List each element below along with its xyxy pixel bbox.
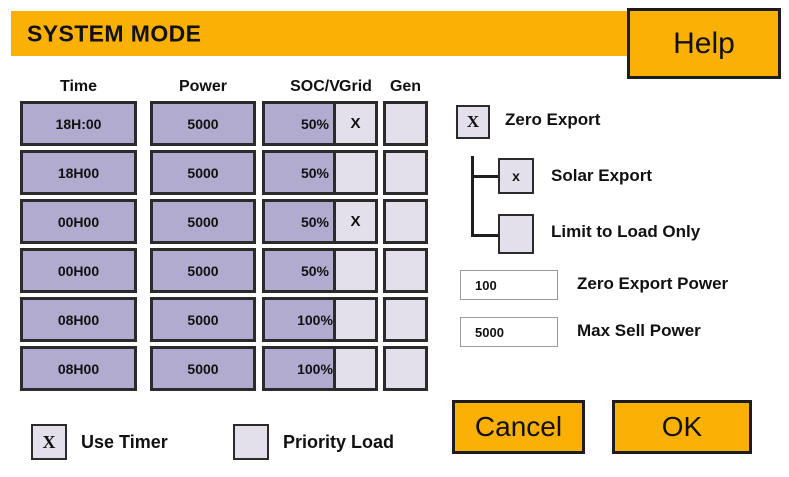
gen-checkbox[interactable] xyxy=(383,248,428,293)
time-cell[interactable]: 18H:00 xyxy=(20,101,137,146)
gen-checkbox[interactable] xyxy=(383,101,428,146)
gen-checkbox[interactable] xyxy=(383,297,428,342)
power-cell[interactable]: 5000 xyxy=(150,199,256,244)
priority-load-checkbox[interactable] xyxy=(233,424,269,460)
gen-checkbox[interactable] xyxy=(383,346,428,391)
solar-export-checkbox[interactable]: x xyxy=(498,158,534,194)
limit-to-load-only-checkbox[interactable] xyxy=(498,214,534,254)
max-sell-power-label: Max Sell Power xyxy=(577,321,701,340)
page-title: SYSTEM MODE xyxy=(27,20,202,46)
power-cell[interactable]: 5000 xyxy=(150,101,256,146)
grid-checkbox[interactable] xyxy=(333,150,378,195)
grid-checkbox[interactable] xyxy=(333,248,378,293)
solar-export-label: Solar Export xyxy=(551,166,653,185)
column-header-time: Time xyxy=(59,78,98,95)
tree-branch-line xyxy=(471,175,498,178)
tree-trunk-line xyxy=(471,156,474,237)
zero-export-label: Zero Export xyxy=(505,110,601,129)
zero-export-power-input[interactable]: 100 xyxy=(460,270,558,300)
tree-branch-line xyxy=(471,234,498,237)
grid-checkbox[interactable] xyxy=(333,346,378,391)
zero-export-power-label: Zero Export Power xyxy=(577,274,729,293)
column-header-soc: SOC/V xyxy=(290,78,340,95)
help-button[interactable]: Help xyxy=(627,8,781,79)
column-header-power: Power xyxy=(178,78,227,95)
priority-load-label: Priority Load xyxy=(283,432,395,452)
title-bar: SYSTEM MODE xyxy=(11,11,628,56)
gen-checkbox[interactable] xyxy=(383,199,428,244)
power-cell[interactable]: 5000 xyxy=(150,346,256,391)
power-cell[interactable]: 5000 xyxy=(150,297,256,342)
cancel-button[interactable]: Cancel xyxy=(452,400,585,454)
limit-to-load-only-label: Limit to Load Only xyxy=(551,222,701,241)
grid-checkbox[interactable]: X xyxy=(333,199,378,244)
time-cell[interactable]: 08H00 xyxy=(20,297,137,342)
time-cell[interactable]: 08H00 xyxy=(20,346,137,391)
use-timer-label: Use Timer xyxy=(81,432,168,452)
column-header-gen: Gen xyxy=(389,78,422,95)
time-cell[interactable]: 18H00 xyxy=(20,150,137,195)
ok-button[interactable]: OK xyxy=(612,400,752,454)
power-cell[interactable]: 5000 xyxy=(150,150,256,195)
power-cell[interactable]: 5000 xyxy=(150,248,256,293)
gen-checkbox[interactable] xyxy=(383,150,428,195)
column-header-grid: Grid xyxy=(339,78,372,95)
time-cell[interactable]: 00H00 xyxy=(20,248,137,293)
time-cell[interactable]: 00H00 xyxy=(20,199,137,244)
use-timer-checkbox[interactable]: X xyxy=(31,424,67,460)
grid-checkbox[interactable] xyxy=(333,297,378,342)
grid-checkbox[interactable]: X xyxy=(333,101,378,146)
max-sell-power-input[interactable]: 5000 xyxy=(460,317,558,347)
zero-export-checkbox[interactable]: X xyxy=(456,105,490,139)
